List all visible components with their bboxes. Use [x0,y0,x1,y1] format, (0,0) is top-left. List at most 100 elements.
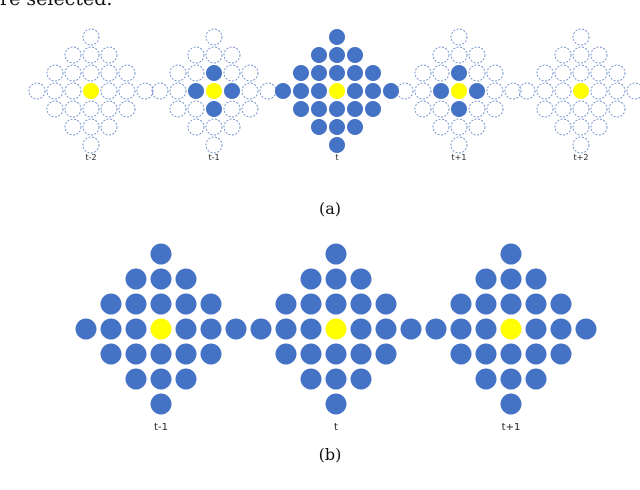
unselected-node [64,46,82,64]
unselected-node [187,118,205,136]
unselected-node [432,118,450,136]
unselected-node [432,64,450,82]
panel-b-frame-0: t-1 [75,243,247,433]
selected-node [150,368,172,390]
selected-node [375,318,397,340]
unselected-node [28,82,46,100]
selected-node [200,343,222,365]
selected-node [225,318,247,340]
unselected-node [572,136,590,154]
unselected-node [82,46,100,64]
selected-node [450,293,472,315]
selected-node [175,368,197,390]
selected-node [275,83,291,99]
selected-node [329,29,345,45]
selected-node [550,293,572,315]
selected-node [300,293,322,315]
unselected-node [554,46,572,64]
selected-node [329,47,345,63]
unselected-node [432,100,450,118]
center-node [83,83,99,99]
selected-node [325,243,347,265]
selected-node [350,293,372,315]
selected-node [383,83,399,99]
unselected-node [169,64,187,82]
panel-a-frame-label: t+2 [574,153,589,162]
unselected-node [100,46,118,64]
unselected-node [432,46,450,64]
unselected-node [572,46,590,64]
panel-b-frame-label: t-1 [154,422,168,433]
selected-node [329,101,345,117]
selected-node [200,293,222,315]
selected-node [275,293,297,315]
panel-a-frame-1: t-1 [151,28,277,162]
selected-node [188,83,204,99]
selected-node [500,343,522,365]
selected-node [293,65,309,81]
unselected-node [536,82,554,100]
unselected-node [241,64,259,82]
selected-node [525,268,547,290]
selected-node [350,343,372,365]
center-node [500,318,522,340]
center-node [150,318,172,340]
selected-node [125,368,147,390]
selected-node [125,318,147,340]
panel-b-frame-2: t+1 [425,243,597,433]
selected-node [300,368,322,390]
center-node [325,318,347,340]
intro-text: re selected. [0,0,112,10]
selected-node [365,65,381,81]
selected-node [311,65,327,81]
unselected-node [486,64,504,82]
selected-node [150,293,172,315]
unselected-node [64,64,82,82]
selected-node [350,368,372,390]
panel-b-frame-label: t [334,422,338,433]
unselected-node [414,64,432,82]
selected-node [451,101,467,117]
selected-node [125,268,147,290]
unselected-node [450,28,468,46]
unselected-node [223,118,241,136]
selected-node [75,318,97,340]
unselected-node [187,100,205,118]
selected-node [400,318,422,340]
unselected-node [223,46,241,64]
unselected-node [608,82,626,100]
unselected-node [241,100,259,118]
unselected-node [572,64,590,82]
selected-node [450,343,472,365]
selected-node [175,293,197,315]
selected-node [451,65,467,81]
selected-node [350,318,372,340]
selected-node [300,268,322,290]
unselected-node [82,118,100,136]
selected-node [325,343,347,365]
unselected-node [187,64,205,82]
unselected-node [46,82,64,100]
selected-node [100,343,122,365]
unselected-node [590,100,608,118]
selected-node [175,318,197,340]
unselected-node [82,100,100,118]
unselected-node [536,64,554,82]
unselected-node [414,82,432,100]
panel-a-frame-0: t-2 [28,28,154,162]
selected-node [325,268,347,290]
selected-node [550,318,572,340]
unselected-node [608,64,626,82]
panel-a-frame-4: t+2 [518,28,640,162]
unselected-node [100,64,118,82]
selected-node [500,243,522,265]
panel-a-frame-label: t-1 [208,153,219,162]
selected-node [475,343,497,365]
unselected-node [468,100,486,118]
unselected-node [536,100,554,118]
unselected-node [169,82,187,100]
unselected-node [151,82,169,100]
unselected-node [223,100,241,118]
